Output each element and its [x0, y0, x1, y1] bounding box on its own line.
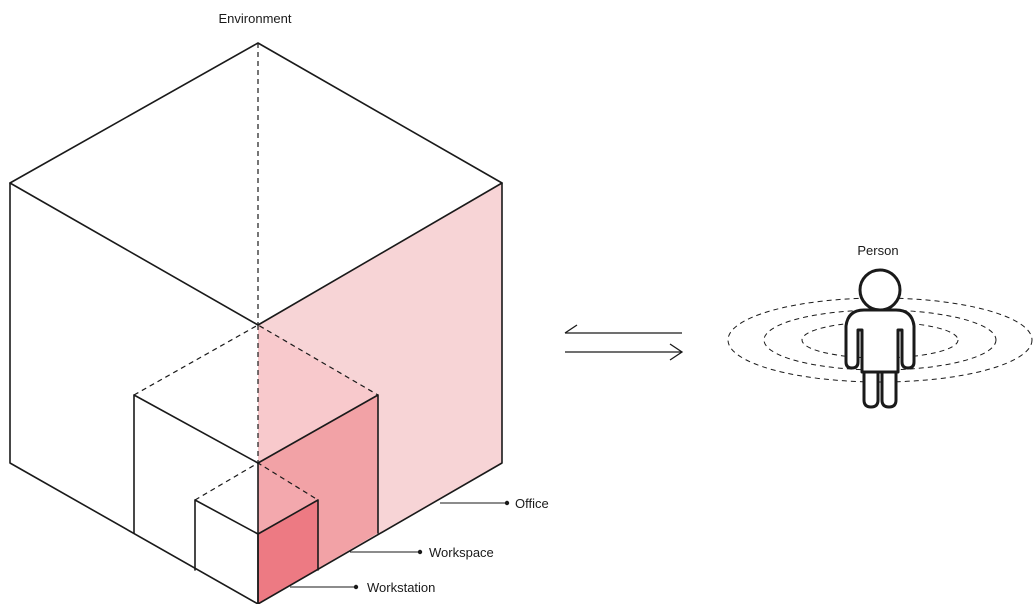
workspace-hidden-edges — [133, 324, 379, 396]
workstation-face-top — [258, 463, 318, 534]
office-leader-dot — [504, 500, 510, 506]
workstation-leader-dot — [353, 584, 359, 590]
workspace-label: Workspace — [429, 545, 494, 560]
person-icon — [844, 268, 916, 409]
environment-label: Environment — [219, 11, 292, 26]
arrow-left-head — [564, 324, 578, 334]
workstation-hidden-edges — [194, 462, 319, 501]
aura-ring-middle — [763, 309, 997, 371]
arrow-right-head — [669, 343, 684, 361]
person-head — [858, 268, 902, 312]
workspace-leader-dot — [417, 549, 423, 555]
double-arrow-icon — [564, 324, 684, 361]
workstation-label: Workstation — [367, 580, 435, 595]
person-label: Person — [857, 243, 898, 258]
person-torso — [844, 308, 916, 374]
workspace-face-top — [258, 325, 378, 463]
environment-cube — [9, 42, 503, 604]
office-label: Office — [515, 496, 549, 511]
aura-ring-outer — [727, 297, 1033, 383]
